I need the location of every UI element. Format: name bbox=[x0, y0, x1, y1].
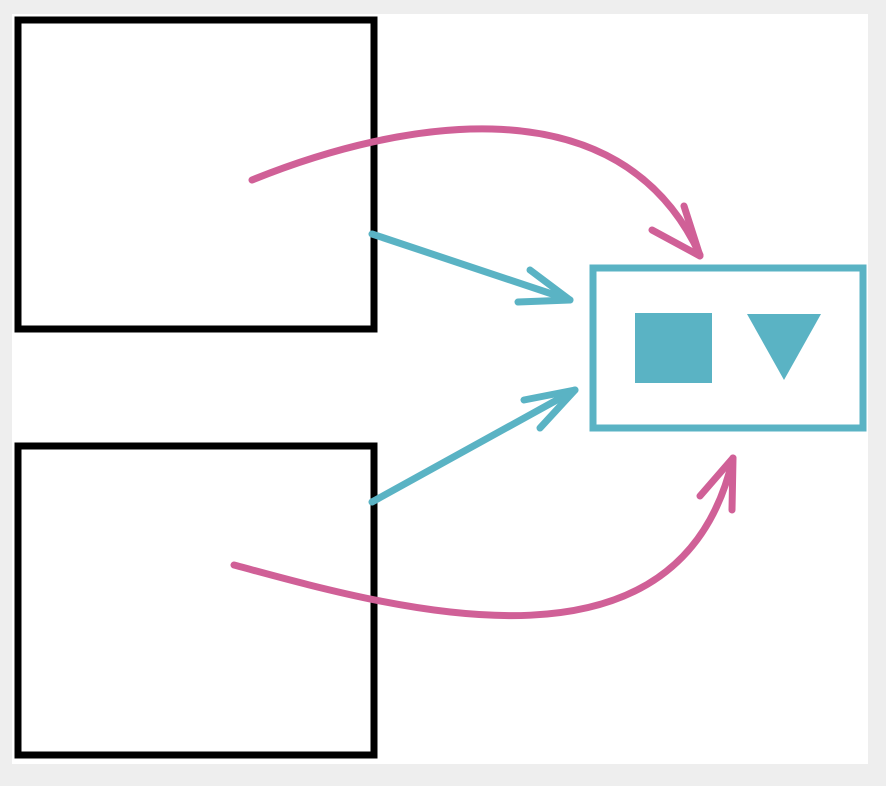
source-box-top bbox=[14, 16, 378, 333]
diagram-panel bbox=[12, 14, 868, 764]
straight-arrow-bottom bbox=[368, 386, 579, 506]
curved-arrow-top bbox=[248, 125, 704, 260]
straight-arrow-top bbox=[368, 230, 574, 306]
triangle-down-icon bbox=[747, 314, 821, 380]
target-box bbox=[589, 264, 867, 432]
source-box-bottom bbox=[14, 442, 378, 759]
square-icon bbox=[635, 313, 712, 383]
curved-arrow-bottom bbox=[230, 454, 737, 620]
